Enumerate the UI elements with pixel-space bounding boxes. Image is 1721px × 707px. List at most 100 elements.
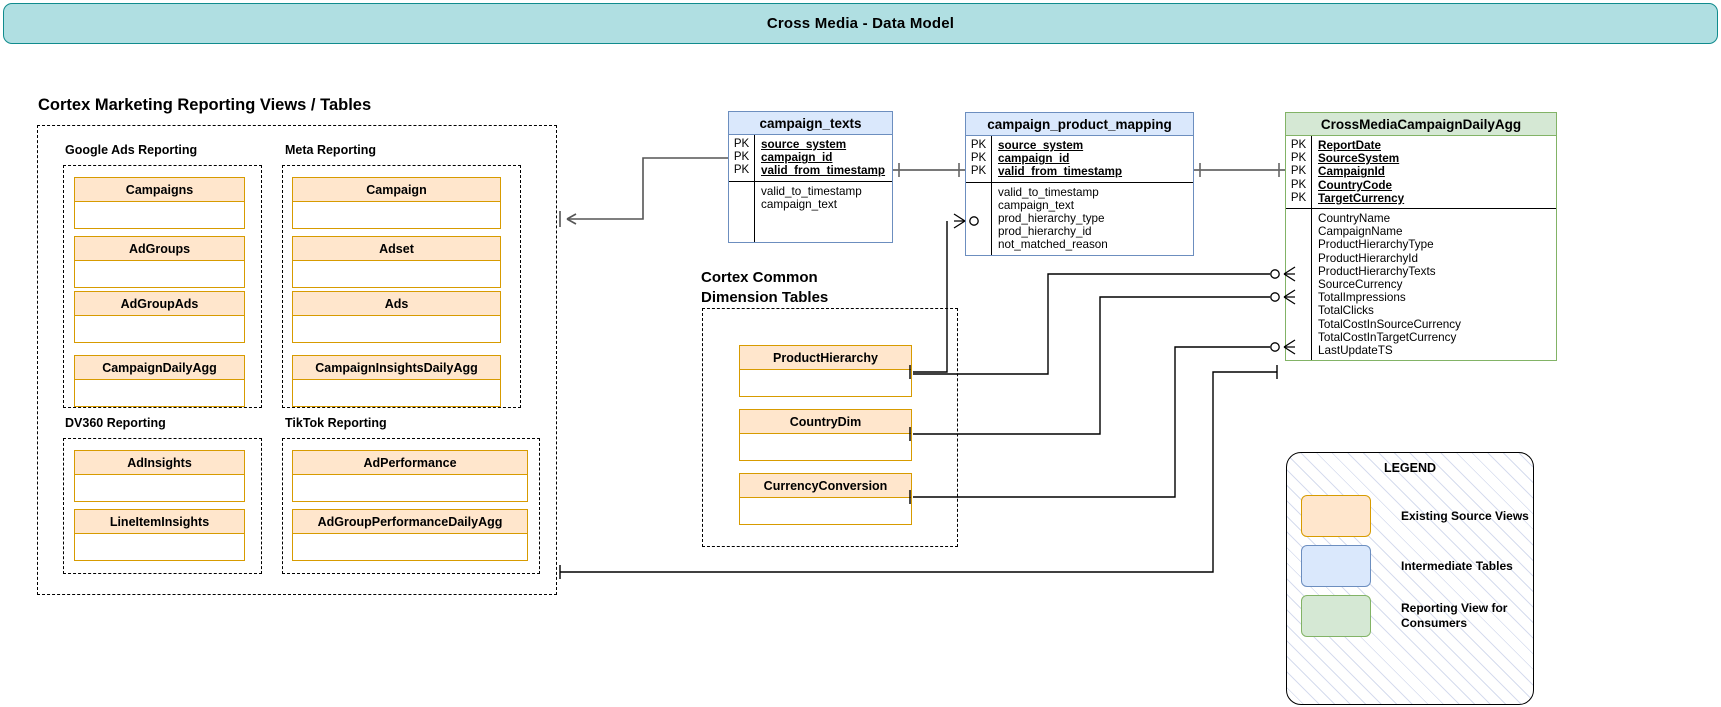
legend-item-existing-source-views: Existing Source Views: [1301, 495, 1529, 539]
entity-ads-label: Ads: [292, 291, 501, 316]
pk-marker: PK: [970, 139, 987, 151]
group-title-tiktok: TikTok Reporting: [285, 416, 387, 430]
attribute-field: ProductHierarchyId: [1318, 251, 1419, 265]
erd-campaign-product-mapping-title: campaign_product_mapping: [966, 113, 1193, 136]
entity-countrydim-label: CountryDim: [739, 409, 912, 434]
entity-campaign-body: [292, 202, 501, 229]
entity-adset[interactable]: Adset: [292, 236, 501, 288]
attribute-field: valid_to_timestamp: [761, 184, 862, 198]
pk-marker: PK: [733, 151, 750, 164]
erd-campaign-texts-key-fields: source_system campaign_id valid_from_tim…: [755, 135, 892, 181]
entity-currencyconversion-body: [739, 498, 912, 525]
pk-marker: PK: [1290, 165, 1307, 178]
entity-campaigndailyagg[interactable]: CampaignDailyAgg: [74, 355, 245, 407]
entity-campaigninsightsdailyagg-body: [292, 380, 501, 407]
erd-table-campaign-texts[interactable]: campaign_texts PK PK PK source_system ca…: [728, 111, 893, 243]
legend-item-reporting-view: Reporting View for Consumers: [1301, 595, 1521, 639]
entity-campaigns-label: Campaigns: [74, 177, 245, 202]
attribute-field: TotalImpressions: [1318, 291, 1406, 305]
attribute-field: not_matched_reason: [998, 238, 1108, 252]
entity-adgroupperformancedailyagg[interactable]: AdGroupPerformanceDailyAgg: [292, 509, 528, 561]
erd-table-cross-media-campaign-daily-agg[interactable]: CrossMediaCampaignDailyAgg PK PK PK PK P…: [1285, 112, 1557, 362]
entity-campaigninsightsdailyagg[interactable]: CampaignInsightsDailyAgg: [292, 355, 501, 407]
key-field: valid_from_timestamp: [998, 165, 1123, 179]
entity-adinsights[interactable]: AdInsights: [74, 450, 245, 502]
entity-ads[interactable]: Ads: [292, 291, 501, 343]
legend-item-intermediate-tables: Intermediate Tables: [1301, 545, 1521, 589]
attribute-field: campaign_text: [998, 198, 1075, 212]
entity-adgroupperformancedailyagg-label: AdGroupPerformanceDailyAgg: [292, 509, 528, 534]
legend-swatch-reporting-view: [1301, 595, 1371, 637]
pk-marker: PK: [1290, 139, 1307, 151]
section-title-common-dimensions: Cortex Common Dimension Tables: [701, 269, 829, 306]
attribute-field: ProductHierarchyType: [1318, 238, 1434, 252]
entity-adgroups[interactable]: AdGroups: [74, 236, 245, 288]
entity-adgroupads[interactable]: AdGroupAds: [74, 291, 245, 343]
erd-campaign-texts-pk-col: PK PK PK: [729, 135, 755, 181]
attribute-field: valid_to_timestamp: [998, 185, 1099, 199]
key-field: ReportDate: [1318, 139, 1381, 152]
pk-marker: PK: [733, 164, 750, 177]
entity-currencyconversion-label: CurrencyConversion: [739, 473, 912, 498]
diagram-title: Cross Media - Data Model: [766, 15, 955, 32]
key-field: source_system: [998, 139, 1084, 152]
entity-lineiteminsights[interactable]: LineItemInsights: [74, 509, 245, 561]
erd-cross-media-pk-col: PK PK PK PK PK: [1286, 136, 1312, 209]
erd-cross-media-att-pk-col: [1286, 209, 1312, 361]
group-box-tiktok: [282, 438, 540, 574]
legend-swatch-existing-source-views: [1301, 495, 1371, 537]
legend-title: LEGEND: [1383, 461, 1437, 475]
attribute-field: TotalCostInSourceCurrency: [1318, 317, 1461, 331]
erd-table-campaign-product-mapping[interactable]: campaign_product_mapping PK PK PK source…: [965, 112, 1194, 256]
erd-cross-media-title: CrossMediaCampaignDailyAgg: [1286, 113, 1556, 136]
attribute-field: CampaignName: [1318, 225, 1403, 239]
entity-adinsights-body: [74, 475, 245, 502]
legend-label-existing-source-views: Existing Source Views: [1401, 508, 1529, 523]
attribute-field: TotalClicks: [1318, 304, 1374, 318]
entity-campaign[interactable]: Campaign: [292, 177, 501, 229]
entity-producthierarchy-label: ProductHierarchy: [739, 345, 912, 370]
erd-campaign-texts-title: campaign_texts: [729, 112, 892, 135]
legend-label-reporting-view: Reporting View for Consumers: [1401, 601, 1508, 630]
entity-adperformance[interactable]: AdPerformance: [292, 450, 528, 502]
entity-countrydim[interactable]: CountryDim: [739, 409, 912, 461]
erd-cpm-pk-col: PK PK PK: [966, 136, 992, 182]
attribute-field: prod_hierarchy_type: [998, 212, 1105, 226]
attribute-field: prod_hierarchy_id: [998, 225, 1092, 239]
entity-lineiteminsights-body: [74, 534, 245, 561]
attribute-field: campaign_text: [761, 197, 838, 211]
group-title-google-ads: Google Ads Reporting: [65, 143, 198, 157]
erd-cpm-attributes: valid_to_timestamp campaign_text prod_hi…: [966, 182, 1193, 255]
entity-adgroupperformancedailyagg-body: [292, 534, 528, 561]
erd-cpm-keys: PK PK PK source_system campaign_id valid…: [966, 136, 1193, 183]
entity-adinsights-label: AdInsights: [74, 450, 245, 475]
attribute-field: LastUpdateTS: [1318, 344, 1393, 358]
entity-adgroups-label: AdGroups: [74, 236, 245, 261]
entity-lineiteminsights-label: LineItemInsights: [74, 509, 245, 534]
pk-marker: PK: [1290, 191, 1307, 204]
entity-ads-body: [292, 316, 501, 343]
diagram-title-banner: Cross Media - Data Model: [3, 3, 1718, 44]
group-box-dv360: [63, 438, 262, 574]
entity-campaigndailyagg-body: [74, 380, 245, 407]
legend-swatch-intermediate-tables: [1301, 545, 1371, 587]
pk-marker: PK: [733, 138, 750, 150]
pk-marker: PK: [970, 165, 987, 178]
pk-marker: PK: [970, 152, 987, 165]
entity-campaigns-body: [74, 202, 245, 229]
group-title-dv360: DV360 Reporting: [65, 416, 166, 430]
key-field: valid_from_timestamp: [761, 164, 886, 178]
group-box-meta: [282, 165, 521, 408]
legend-panel: LEGEND Existing Source Views Intermediat…: [1286, 452, 1534, 705]
legend-label-intermediate-tables: Intermediate Tables: [1401, 558, 1513, 573]
entity-producthierarchy[interactable]: ProductHierarchy: [739, 345, 912, 397]
entity-currencyconversion[interactable]: CurrencyConversion: [739, 473, 912, 525]
entity-campaigns[interactable]: Campaigns: [74, 177, 245, 229]
group-title-meta: Meta Reporting: [285, 143, 376, 157]
pk-marker: PK: [1290, 152, 1307, 165]
entity-adperformance-label: AdPerformance: [292, 450, 528, 475]
key-field: CountryCode: [1318, 178, 1393, 192]
erd-campaign-texts-att-pk-col: [729, 181, 755, 242]
erd-cross-media-keys: PK PK PK PK PK ReportDate SourceSystem C…: [1286, 136, 1556, 210]
